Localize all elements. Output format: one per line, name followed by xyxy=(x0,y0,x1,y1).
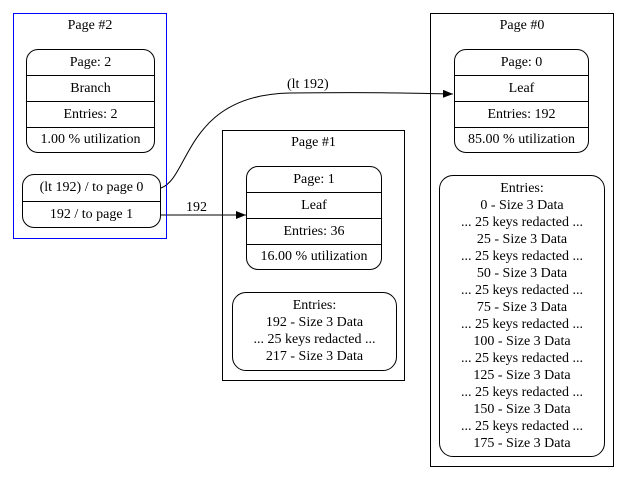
page-1-entries-record: Entries: 192 - Size 3 Data ... 25 keys r… xyxy=(232,292,397,371)
entry-line: 50 - Size 3 Data xyxy=(476,266,568,281)
utilization-field: 1.00 % utilization xyxy=(40,132,141,147)
entries-heading: Entries: xyxy=(500,181,544,196)
utilization-field: 85.00 % utilization xyxy=(468,132,575,147)
pointer-to-page-0: (lt 192) / to page 0 xyxy=(23,175,160,202)
cluster-page-1: Page #1 xyxy=(222,130,405,381)
page-type-field: Leaf xyxy=(247,193,381,219)
page-number-field: Page: 2 xyxy=(27,50,154,76)
edge-label-page0: (lt 192) xyxy=(287,77,329,92)
page-type-field: Leaf xyxy=(455,76,588,102)
entry-line: 75 - Size 3 Data xyxy=(476,300,568,315)
entry-line: ... 25 keys redacted ... xyxy=(460,249,584,264)
entry-line: 150 - Size 3 Data xyxy=(473,402,571,417)
entry-line: 100 - Size 3 Data xyxy=(473,334,571,349)
page-0-entries-record: Entries: 0 - Size 3 Data ... 25 keys red… xyxy=(439,175,605,457)
entry-line: 217 - Size 3 Data xyxy=(265,349,364,364)
entry-line: ... 25 keys redacted ... xyxy=(460,385,584,400)
edge-label-page1: 192 xyxy=(186,200,207,215)
entry-line: ... 25 keys redacted ... xyxy=(460,317,584,332)
page-type-field: Branch xyxy=(27,76,154,102)
entry-line: ... 25 keys redacted ... xyxy=(460,283,584,298)
utilization-field: 16.00 % utilization xyxy=(260,249,368,264)
entry-line: 175 - Size 3 Data xyxy=(473,436,571,451)
pointer-to-page-1: 192 / to page 1 xyxy=(49,206,134,222)
entry-line: 125 - Size 3 Data xyxy=(473,368,571,383)
entry-line: 0 - Size 3 Data xyxy=(480,198,564,213)
entry-line: ... 25 keys redacted ... xyxy=(460,215,584,230)
entries-heading: Entries: xyxy=(292,298,337,313)
cluster-title: Page #2 xyxy=(67,18,113,33)
page-number-field: Page: 0 xyxy=(455,50,588,76)
page-0-header-record: Page: 0 Leaf Entries: 192 85.00 % utiliz… xyxy=(454,49,589,153)
page-1-header-record: Page: 1 Leaf Entries: 36 16.00 % utiliza… xyxy=(246,166,382,270)
entry-line: ... 25 keys redacted ... xyxy=(460,351,584,366)
cluster-page-0: Page #0 xyxy=(430,13,614,467)
page-2-header-record: Page: 2 Branch Entries: 2 1.00 % utiliza… xyxy=(26,49,155,153)
cluster-title: Page #0 xyxy=(499,18,545,33)
entries-count-field: Entries: 36 xyxy=(247,219,381,245)
entries-count-field: Entries: 192 xyxy=(455,102,588,128)
edge-page2-to-page0 xyxy=(160,89,454,189)
cluster-page-2: Page #2 xyxy=(13,13,167,239)
entry-line: ... 25 keys redacted ... xyxy=(460,419,584,434)
page-2-pointer-record: (lt 192) / to page 0 192 / to page 1 xyxy=(22,174,161,228)
entry-line: 192 - Size 3 Data xyxy=(265,315,364,330)
page-number-field: Page: 1 xyxy=(247,167,381,193)
entry-line: 25 - Size 3 Data xyxy=(476,232,568,247)
entry-line: ... 25 keys redacted ... xyxy=(253,332,376,347)
entries-count-field: Entries: 2 xyxy=(27,102,154,128)
cluster-title: Page #1 xyxy=(291,135,336,150)
